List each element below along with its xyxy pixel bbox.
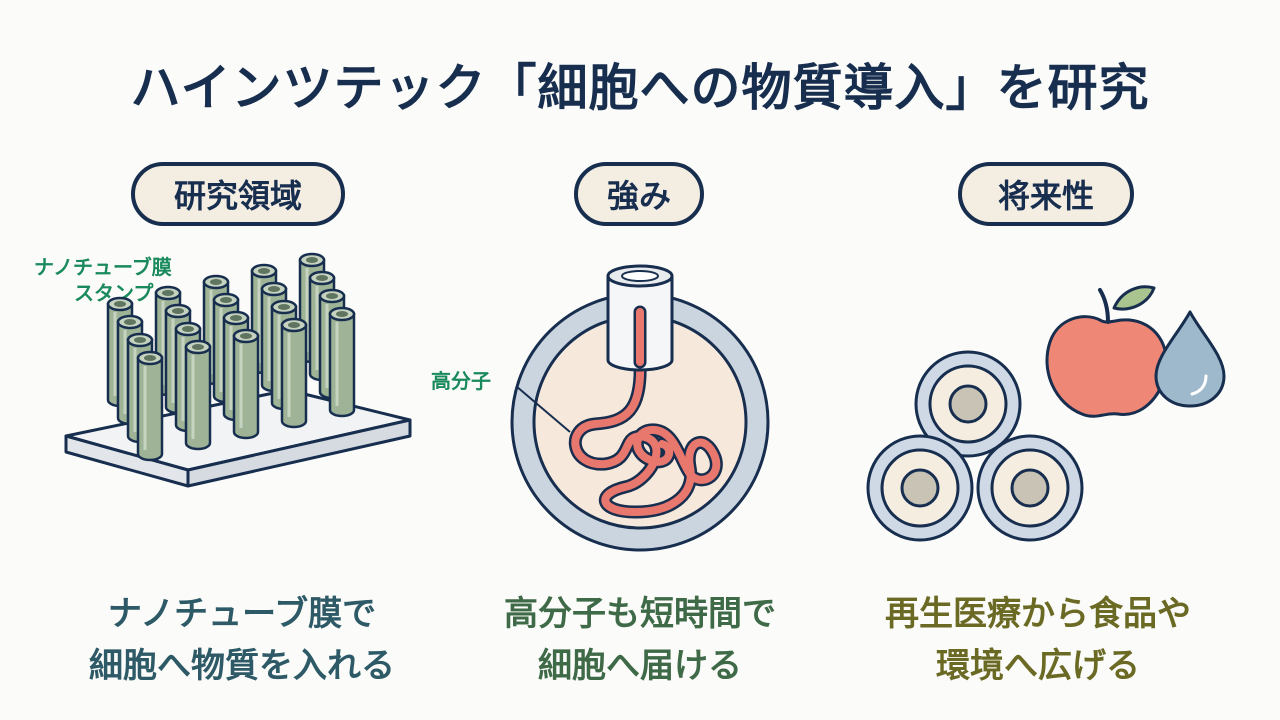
cells-apple-water-icon <box>866 285 1226 542</box>
cell-injection-icon <box>510 264 770 552</box>
callout-line: 高分子 <box>431 369 491 393</box>
caption-future: 再生医療から食品や 環境へ広げる <box>838 588 1238 692</box>
nanotube-array <box>106 252 356 462</box>
page-title: ハインツテック「細胞への物質導入」を研究 <box>130 59 1150 117</box>
callout-nanotube-stamp: ナノチューブ膜 スタンプ <box>34 254 172 306</box>
callout-line: ナノチューブ膜 <box>34 255 172 279</box>
heading-future: 将来性 <box>958 162 1134 226</box>
nanotube <box>328 306 356 418</box>
apple-icon <box>1045 285 1168 418</box>
nanotube-stamp-icon <box>64 252 412 488</box>
water-drop-icon <box>1154 310 1226 408</box>
heading-strength: 強み <box>574 162 704 226</box>
caption-strength: 高分子も短時間で 細胞へ届ける <box>440 588 840 692</box>
nanotube <box>184 339 212 451</box>
nanotube <box>280 317 308 429</box>
caption-line: 再生医療から食品や <box>885 594 1191 634</box>
caption-line: ナノチューブ膜で <box>107 594 377 634</box>
cell-cluster <box>866 350 1084 542</box>
nanotube <box>136 350 164 462</box>
caption-line: 高分子も短時間で <box>504 594 776 634</box>
caption-line: 環境へ広げる <box>936 646 1140 686</box>
caption-line: 細胞へ物質を入れる <box>89 646 395 686</box>
nanotube <box>232 328 260 440</box>
caption-research-area: ナノチューブ膜で 細胞へ物質を入れる <box>42 588 442 692</box>
cell-right <box>976 434 1084 542</box>
cell-left <box>866 434 974 542</box>
heading-research-area: 研究領域 <box>131 162 345 226</box>
caption-line: 細胞へ届ける <box>538 646 742 686</box>
cell-top <box>914 350 1022 458</box>
callout-polymer: 高分子 <box>431 368 491 394</box>
